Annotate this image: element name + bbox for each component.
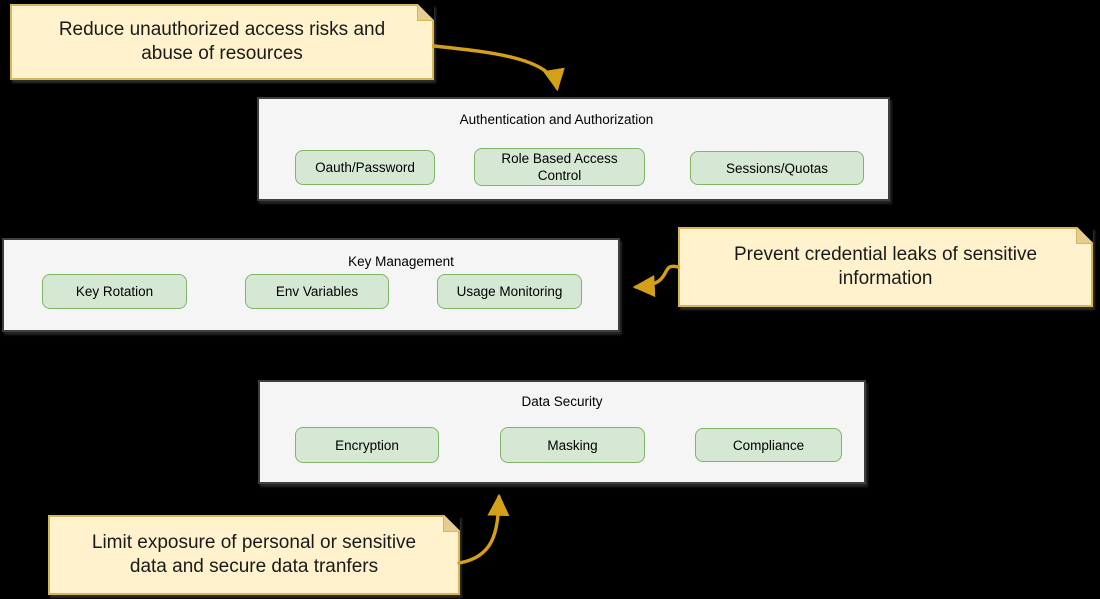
folded-corner-icon (1076, 227, 1093, 244)
note-line: Reduce unauthorized access risks and (58, 19, 386, 40)
note-line: information (838, 268, 933, 289)
note-line: Prevent credential leaks of sensitive (733, 244, 1038, 265)
node-masking: Masking (500, 427, 645, 463)
container-key-management: Key Management Key Rotation Env Variable… (2, 238, 620, 332)
node-key-rotation: Key Rotation (42, 274, 187, 309)
node-env-variables: Env Variables (245, 274, 389, 309)
folded-corner-icon (443, 515, 460, 532)
container-authentication-authorization: Authentication and Authorization Oauth/P… (257, 97, 890, 201)
node-role-based-access-control: Role Based Access Control (474, 148, 645, 186)
node-usage-monitoring: Usage Monitoring (437, 274, 582, 309)
container-data-security: Data Security Encryption Masking Complia… (258, 380, 866, 484)
sticky-note-data-exposure: Limit exposure of personal or sensitive … (48, 515, 460, 595)
container-title: Data Security (521, 394, 603, 409)
sticky-note-access-risks: Reduce unauthorized access risks and abu… (10, 4, 434, 80)
note-line: abuse of resources (141, 43, 303, 64)
note-line: Limit exposure of personal or sensitive (91, 532, 417, 553)
node-sessions-quotas: Sessions/Quotas (690, 151, 864, 185)
node-encryption: Encryption (295, 427, 439, 463)
container-title: Authentication and Authorization (459, 112, 654, 127)
node-compliance: Compliance (695, 428, 842, 462)
node-oauth-password: Oauth/Password (295, 150, 435, 185)
arrow-note-to-authentication (432, 44, 565, 92)
folded-corner-icon (417, 4, 434, 21)
container-title: Key Management (348, 254, 454, 269)
note-line: data and secure data tranfers (129, 556, 379, 577)
arrow-note-to-data-security (457, 493, 510, 565)
sticky-note-credential-leaks: Prevent credential leaks of sensitive in… (678, 227, 1093, 307)
